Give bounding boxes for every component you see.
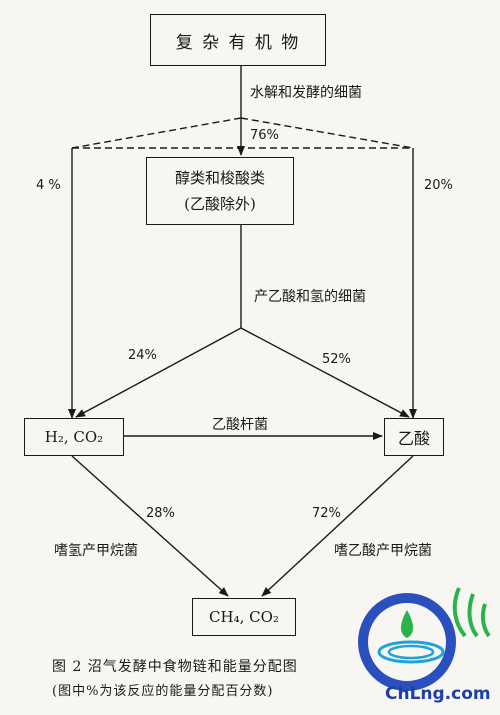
arrow-h2-to-ch4 <box>71 455 229 597</box>
box-acetic-acid-label: 乙酸 <box>397 429 430 448</box>
box-complex-organics: 复 杂 有 机 物 <box>150 14 326 66</box>
watermark-logo-text: ChLng.com <box>385 684 491 704</box>
pct-alc-to-acetic: 52% <box>322 352 351 367</box>
box-alcohols-acids: 醇类和梭酸类 (乙酸除外) <box>146 157 294 225</box>
figure-caption-note: (图中%为该反应的能量分配百分数) <box>52 684 274 699</box>
pct-h2-to-ch4: 28% <box>146 506 175 521</box>
label-hydrolysis-bacteria: 水解和发酵的细菌 <box>250 85 362 101</box>
pct-to-alcohols: 76% <box>250 128 279 143</box>
connector-split-left <box>71 117 242 149</box>
box-h2-co2: H₂, CO₂ <box>24 418 124 456</box>
pct-to-h2: 4 % <box>36 178 61 193</box>
arrow-alcohols-to-acetic <box>240 327 410 418</box>
label-hydrogenotrophic-methanogens: 嗜氢产甲烷菌 <box>54 543 138 559</box>
box-acetic-acid: 乙酸 <box>384 418 444 456</box>
pct-to-acetic: 20% <box>424 178 453 193</box>
box-alcohols-acids-line1: 醇类和梭酸类 <box>174 169 265 187</box>
connector-split-right <box>240 117 414 149</box>
pct-alc-to-h2: 24% <box>128 348 157 363</box>
box-ch4-co2-label: CH₄, CO₂ <box>209 608 279 626</box>
label-acetobacterium: 乙酸杆菌 <box>212 417 268 433</box>
arrow-alcohols-to-h2 <box>75 327 242 418</box>
box-complex-organics-label: 复 杂 有 机 物 <box>175 32 301 53</box>
box-h2-co2-label: H₂, CO₂ <box>44 428 104 446</box>
figure-caption-title: 图 2 沼气发酵中食物链和能量分配图 <box>52 659 298 675</box>
box-alcohols-acids-line2: (乙酸除外) <box>184 195 256 213</box>
arrow-acetic-to-ch4 <box>261 455 414 597</box>
box-ch4-co2: CH₄, CO₂ <box>192 598 296 636</box>
watermark-logo: ChLng.com <box>355 580 500 711</box>
pct-acetic-to-ch4: 72% <box>312 506 341 521</box>
label-acetoclastic-methanogens: 嗜乙酸产甲烷菌 <box>334 543 432 559</box>
label-acetogenic-bacteria: 产乙酸和氢的细菌 <box>254 289 366 305</box>
watermark-logo-graphic <box>358 587 491 691</box>
